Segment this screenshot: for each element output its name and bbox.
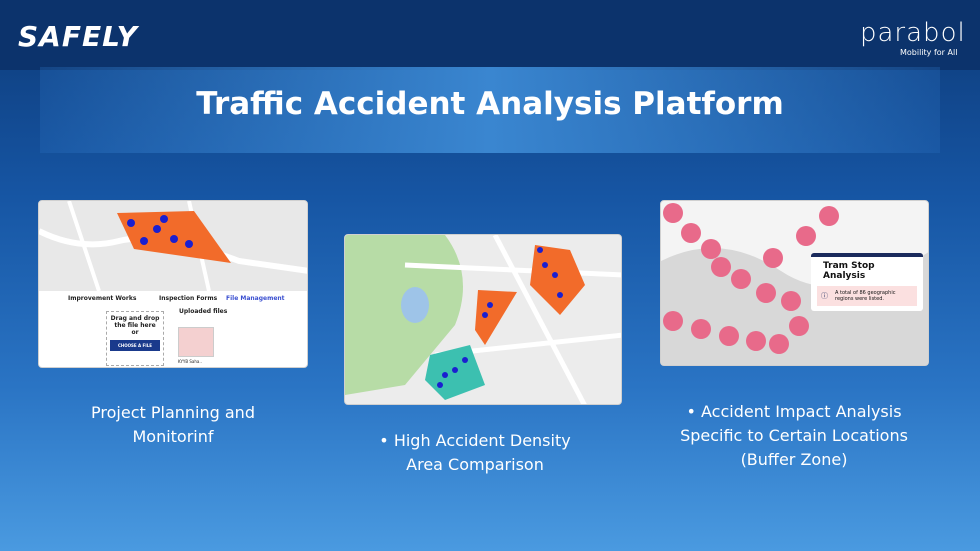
tab-file-management[interactable]: File Management xyxy=(226,295,285,302)
accident-points xyxy=(437,247,563,388)
file-thumbnail[interactable] xyxy=(178,327,214,357)
title-banner xyxy=(40,67,940,153)
buffer-zone-map: Tram Stop Analysis ⓘ A total of 86 geogr… xyxy=(660,200,929,366)
accident-points xyxy=(127,215,193,248)
popup-title: Tram Stop Analysis xyxy=(823,261,875,281)
page-title: Traffic Accident Analysis Platform xyxy=(196,86,784,122)
file-name: KYYB Saha.. xyxy=(178,359,202,364)
tram-stop-popup: Tram Stop Analysis ⓘ A total of 86 geogr… xyxy=(811,253,923,311)
drop-zone[interactable]: Drag and drop the file here or CHOOSE A … xyxy=(106,311,164,366)
tab-panel: Improvement Works Inspection Forms File … xyxy=(39,291,307,367)
project-planning-screenshot: Improvement Works Inspection Forms File … xyxy=(38,200,308,368)
caption-density: • High Accident Density Area Comparison xyxy=(379,431,571,474)
caption-project-planning: Project Planning and Monitorinf xyxy=(91,403,255,446)
uploaded-files-label: Uploaded files xyxy=(179,308,228,315)
lake xyxy=(401,287,429,323)
density-comparison-map xyxy=(344,234,622,405)
choose-file-button[interactable]: CHOOSE A FILE xyxy=(110,340,160,351)
info-icon: ⓘ xyxy=(821,292,828,300)
popup-info: ⓘ A total of 86 geographic regions were … xyxy=(817,286,917,306)
tab-inspection-forms[interactable]: Inspection Forms xyxy=(159,295,218,302)
safely-logo: SAFELY xyxy=(18,20,138,53)
top-bar xyxy=(0,0,980,70)
parabol-tagline: Mobility for All xyxy=(900,48,958,57)
parabol-logo: parabol xyxy=(860,18,966,48)
caption-buffer-zone: • Accident Impact Analysis Specific to C… xyxy=(680,402,908,469)
buffer-zones xyxy=(663,203,839,354)
tab-improvement-works[interactable]: Improvement Works xyxy=(68,295,137,302)
map-area xyxy=(39,201,307,292)
